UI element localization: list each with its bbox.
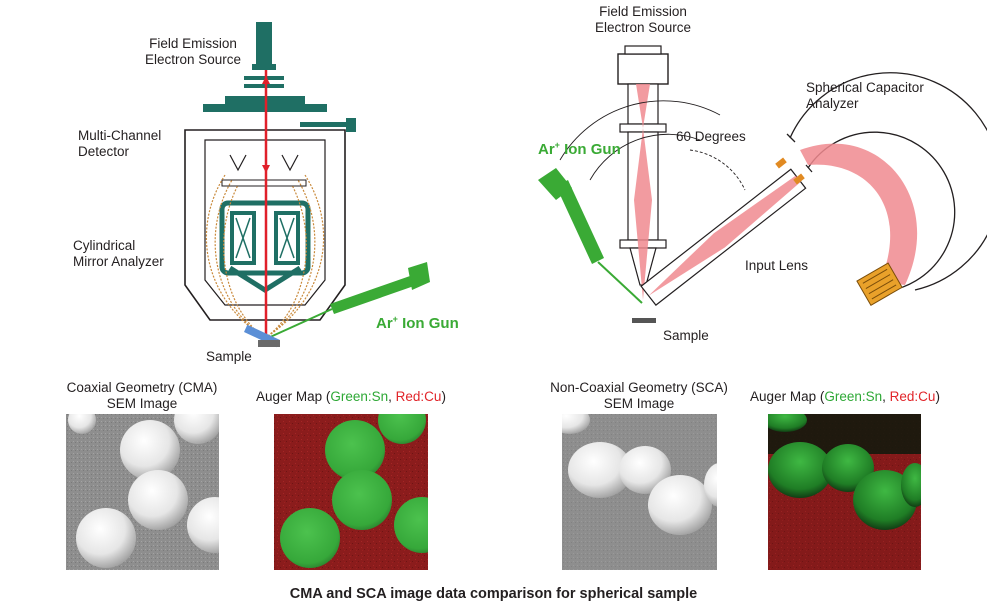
cma-analyzer-line2: Mirror Analyzer [73, 254, 164, 269]
cma-sem-image [66, 414, 219, 570]
cma-detector-line2: Detector [78, 144, 130, 159]
sca-detector [856, 262, 903, 306]
cma-auger-map [274, 414, 428, 570]
sca-analyzer-line2: Analyzer [806, 96, 859, 111]
sca-angle-arc-outer [559, 100, 721, 161]
cma-detector-line1: Multi-Channel [78, 128, 162, 143]
cma-diagram [184, 22, 430, 348]
sca-analyzer-beam [800, 143, 918, 285]
cma-sample-label: Sample [206, 349, 252, 364]
cma-electron-trajectories [205, 174, 325, 339]
sca-electron-source [617, 53, 669, 85]
cma-auger-red: Red:Cu [395, 389, 442, 404]
cma-housing [184, 129, 346, 321]
sca-sem-caption-line2: SEM Image [603, 396, 675, 411]
cma-auger-prefix: Auger Map ( [256, 389, 331, 404]
cma-auger-caption: Auger Map (Green:Sn, Red:Cu) [254, 389, 448, 405]
sca-ion-gun-label: Ar+ Ion Gun [538, 140, 621, 158]
sca-diagram [538, 45, 987, 323]
sca-analyzer-line1: Spherical Capacitor [806, 80, 924, 95]
sca-ion-gun-text: Ar [538, 141, 555, 158]
sca-auger-sep: , [882, 389, 890, 404]
cma-auger-sep: , [388, 389, 396, 404]
sca-auger-green: Green:Sn [824, 389, 883, 404]
cma-ion-gun-label: Ar+ Ion Gun [376, 314, 459, 332]
cma-sem-caption-line2: SEM Image [106, 396, 178, 411]
cma-ion-gun [408, 262, 430, 290]
sca-ion-gun-rest: Ion Gun [559, 141, 621, 158]
sca-sem-caption-line1: Non-Coaxial Geometry (SCA) [550, 380, 728, 395]
sca-analyzer-label: Spherical Capacitor Analyzer [806, 80, 924, 112]
cma-sem-caption: Coaxial Geometry (CMA) SEM Image [52, 380, 232, 412]
figure-caption: CMA and SCA image data comparison for sp… [289, 586, 698, 602]
cma-detector [229, 154, 299, 172]
cma-sem-caption-line1: Coaxial Geometry (CMA) [66, 380, 218, 395]
cma-ion-gun-text: Ar [376, 315, 393, 332]
sca-source-line1: Field Emission [599, 4, 687, 19]
cma-detector-label: Multi-Channel Detector [78, 128, 161, 160]
cma-source-line1: Field Emission [149, 36, 237, 51]
sca-angle-label: 60 Degrees [676, 129, 746, 144]
sca-auger-red: Red:Cu [889, 389, 936, 404]
sca-source-label: Field Emission Electron Source [578, 4, 708, 36]
cma-electron-source [256, 22, 272, 64]
sca-auger-suffix: ) [935, 389, 940, 404]
sca-ion-gun-sup: + [554, 140, 560, 150]
cma-ion-gun-rest: Ion Gun [397, 315, 459, 332]
sca-auger-prefix: Auger Map ( [750, 389, 825, 404]
cma-auger-green: Green:Sn [330, 389, 389, 404]
cma-source-label: Field Emission Electron Source [128, 36, 258, 68]
sca-input-lens-label: Input Lens [745, 258, 809, 273]
sca-sem-image [562, 414, 717, 570]
sca-auger-caption: Auger Map (Green:Sn, Red:Cu) [747, 389, 943, 405]
cma-analyzer-line1: Cylindrical [73, 238, 136, 253]
cma-ion-gun-sup: + [392, 314, 398, 324]
sca-auger-map [768, 414, 921, 570]
sca-sample-label: Sample [663, 328, 709, 343]
sca-sample [632, 318, 656, 323]
cma-auger-suffix: ) [441, 389, 446, 404]
cma-analyzer-label: Cylindrical Mirror Analyzer [73, 238, 164, 270]
sca-source-line2: Electron Source [594, 20, 692, 35]
sca-analyzer-outer [807, 131, 956, 293]
sca-input-lens [640, 168, 807, 306]
sca-electron-beam [634, 84, 652, 300]
sca-sem-caption: Non-Coaxial Geometry (SCA) SEM Image [534, 380, 744, 412]
cma-source-line2: Electron Source [144, 52, 242, 67]
